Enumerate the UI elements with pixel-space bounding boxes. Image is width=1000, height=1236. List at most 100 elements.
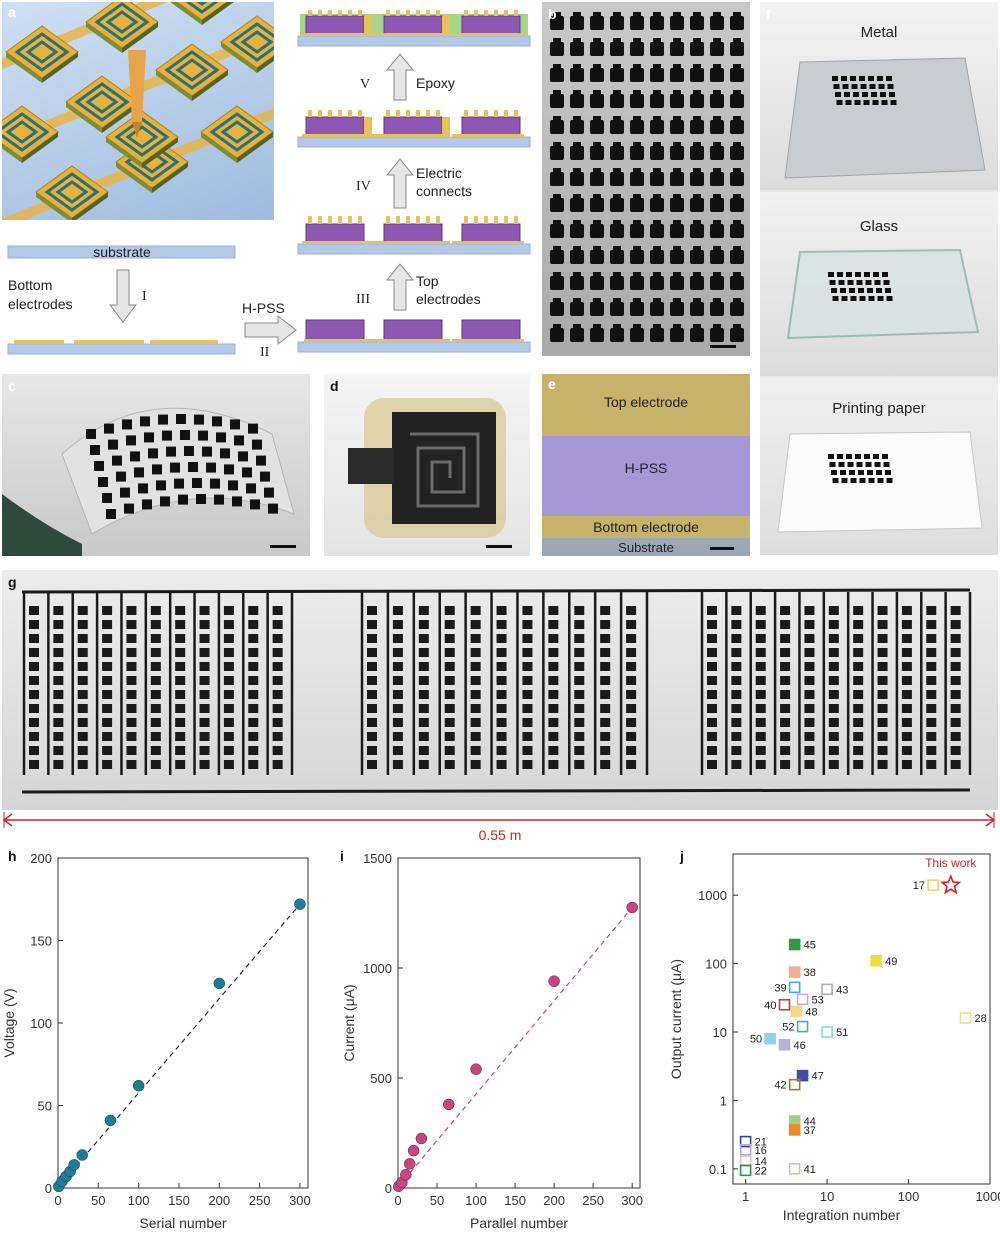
x-tick-label: 300 [621, 1193, 643, 1208]
device-cell [650, 38, 664, 56]
device-cell [570, 246, 584, 264]
this-work-star [940, 874, 962, 895]
x-tick-label: 250 [249, 1193, 271, 1208]
device-cell [877, 746, 888, 755]
device-cell [600, 690, 611, 699]
device-cell [392, 704, 403, 713]
device-cell [804, 620, 815, 629]
reference-label: 16 [755, 1145, 767, 1157]
device-cell [950, 606, 961, 615]
device-cell [570, 168, 584, 186]
device-cell [853, 690, 864, 699]
plot-frame [732, 853, 991, 1185]
metal-label: Metal [860, 24, 898, 41]
device-cell [272, 690, 283, 699]
device-cell [574, 606, 585, 615]
device-cell [710, 38, 724, 56]
device-cell [710, 220, 724, 238]
device-cell [550, 246, 564, 264]
device-cell [877, 620, 888, 629]
device-cell [126, 760, 137, 769]
device-cell [590, 38, 604, 56]
device-cell [690, 246, 704, 264]
device-cell [367, 704, 377, 713]
device-cell [926, 718, 937, 727]
data-point [213, 977, 226, 990]
device-cell [854, 100, 861, 105]
device-cell [192, 478, 202, 488]
device-cell [780, 718, 791, 727]
top-electrodes-label-2: electrodes [416, 291, 481, 307]
device-cell [228, 480, 238, 491]
step-IV: IV [356, 179, 371, 194]
device-cell [418, 676, 429, 685]
device-cell [252, 439, 262, 450]
device-cell [865, 280, 872, 285]
device-cell [837, 454, 843, 459]
device-cell [272, 732, 283, 741]
device-cell [53, 732, 64, 741]
device-cell [841, 478, 848, 483]
device-cell [838, 280, 845, 285]
device-cell [53, 648, 64, 657]
reference-label: 46 [793, 1040, 805, 1052]
device-cell [610, 142, 624, 160]
device-cell [223, 690, 234, 699]
device-cell [550, 12, 564, 30]
device-cell [238, 451, 248, 462]
device-cell [77, 704, 88, 713]
device-cell [548, 634, 559, 643]
substrate-label: substrate [93, 244, 151, 260]
device-cell [144, 432, 154, 443]
device-cell [570, 116, 584, 134]
device-cell [901, 760, 912, 769]
device-cell [77, 746, 88, 755]
x-tick-label: 0 [394, 1193, 401, 1208]
device-cell [804, 676, 815, 685]
device-cell [444, 760, 455, 769]
device-cell [780, 760, 791, 769]
reference-label: 53 [812, 994, 824, 1006]
data-point [132, 1079, 145, 1092]
bottom-electrodes-label-1: Bottom [8, 277, 52, 293]
device-cell [804, 648, 815, 657]
device-cell [29, 732, 39, 741]
device-cell [836, 100, 843, 105]
device-cell [840, 470, 846, 475]
device-cell [610, 38, 624, 56]
device-cell [926, 760, 937, 769]
device-cell [600, 676, 611, 685]
device-cell [755, 662, 766, 671]
device-cell [29, 620, 39, 629]
device-cell [877, 648, 888, 657]
device-cell [77, 648, 88, 657]
device-cell [392, 662, 403, 671]
device-cell [272, 676, 283, 685]
device-cell [126, 435, 136, 446]
reference-point [927, 879, 939, 891]
device-cell [470, 732, 481, 741]
device-cell [150, 760, 161, 769]
device-cell [610, 272, 624, 290]
device-cell [590, 298, 604, 316]
device-cell [864, 454, 870, 459]
device-cell [755, 634, 766, 643]
device-cell [134, 467, 144, 478]
device-cell [755, 718, 766, 727]
metal-photo: Metal [760, 2, 998, 190]
device-cell [496, 704, 507, 713]
device-cell [392, 634, 403, 643]
step-V: V [360, 77, 370, 92]
device-cell [264, 487, 274, 498]
device-cell [626, 676, 637, 685]
device-cell [850, 76, 856, 81]
device-cell [731, 634, 742, 643]
device-cell [780, 704, 791, 713]
device-cell [731, 690, 742, 699]
substrate-layer-label: Substrate [618, 540, 674, 555]
device-cell [175, 606, 186, 615]
device-cell [707, 620, 717, 629]
device-cell [731, 648, 742, 657]
device-cell [690, 272, 704, 290]
